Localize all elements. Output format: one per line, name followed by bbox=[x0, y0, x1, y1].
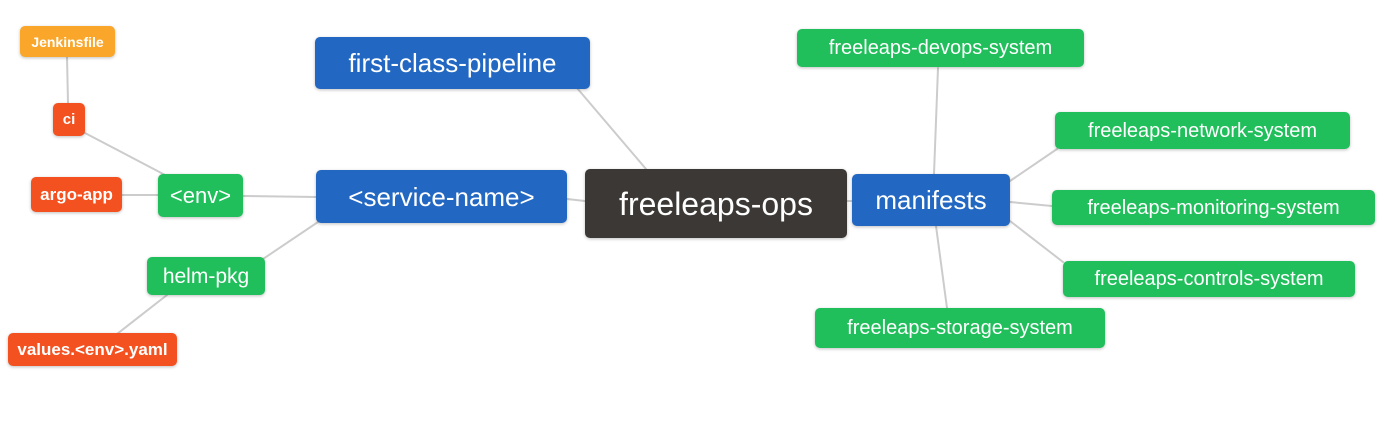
node-argo-app[interactable]: argo-app bbox=[31, 177, 122, 212]
node-jenkinsfile[interactable]: Jenkinsfile bbox=[20, 26, 115, 57]
node-freeleaps-ops[interactable]: freeleaps-ops bbox=[585, 169, 847, 238]
edge-service-name-freeleaps-ops bbox=[566, 198, 586, 202]
node-freeleaps-storage-system[interactable]: freeleaps-storage-system bbox=[815, 308, 1105, 348]
node-ci[interactable]: ci bbox=[53, 103, 85, 136]
edge-manifests-storage-system bbox=[935, 225, 948, 309]
edge-pipeline-freeleaps-ops bbox=[576, 87, 647, 170]
edge-env-service-name bbox=[242, 195, 317, 198]
edge-ci-env bbox=[84, 132, 168, 177]
node-first-class-pipeline[interactable]: first-class-pipeline bbox=[315, 37, 590, 89]
edge-manifests-devops-system bbox=[933, 67, 939, 175]
node-helm-pkg[interactable]: helm-pkg bbox=[147, 257, 265, 295]
node-service-name[interactable]: <service-name> bbox=[316, 170, 567, 223]
node-freeleaps-devops-system[interactable]: freeleaps-devops-system bbox=[797, 29, 1084, 67]
node-freeleaps-monitoring-system[interactable]: freeleaps-monitoring-system bbox=[1052, 190, 1375, 225]
node-freeleaps-network-system[interactable]: freeleaps-network-system bbox=[1055, 112, 1350, 149]
edge-service-name-helm-pkg bbox=[262, 221, 319, 260]
edge-jenkinsfile-ci bbox=[66, 56, 69, 104]
edge-manifests-controls-system bbox=[1009, 220, 1064, 263]
edge-helm-pkg-values-yaml bbox=[116, 294, 168, 335]
node-values-env-yaml[interactable]: values.<env>.yaml bbox=[8, 333, 177, 366]
edge-manifests-monitoring-system bbox=[1009, 201, 1053, 207]
edge-manifests-network-system bbox=[1009, 148, 1058, 182]
node-freeleaps-controls-system[interactable]: freeleaps-controls-system bbox=[1063, 261, 1355, 297]
node-env[interactable]: <env> bbox=[158, 174, 243, 217]
node-manifests[interactable]: manifests bbox=[852, 174, 1010, 226]
